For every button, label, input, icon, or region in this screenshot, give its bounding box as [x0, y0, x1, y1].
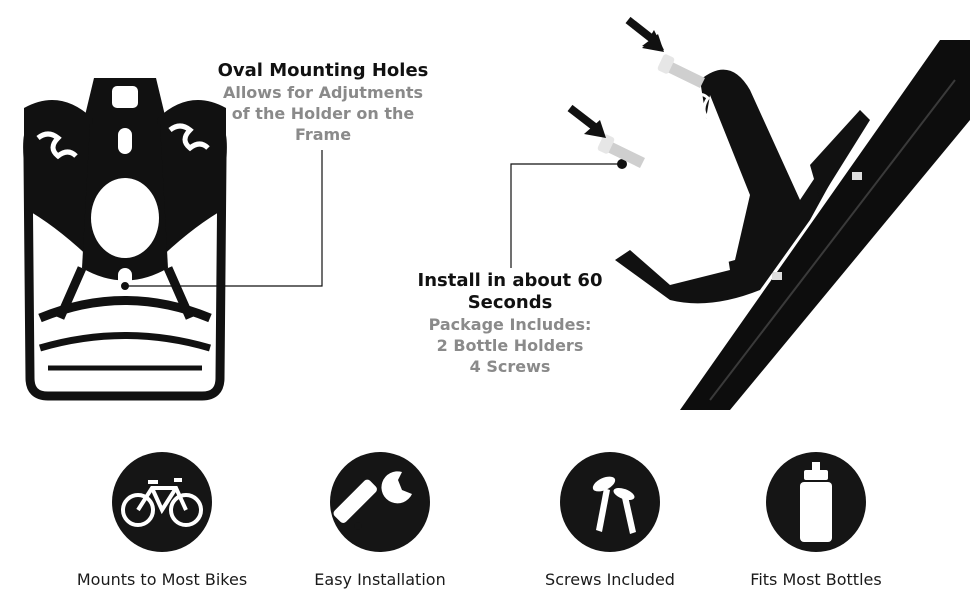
- feature-screws-label: Screws Included: [545, 570, 675, 589]
- feature-mounts-circle: [112, 452, 212, 552]
- install-callout: Install in about 60 Seconds Package Incl…: [400, 270, 620, 377]
- install-title-line-2: Seconds: [467, 292, 553, 313]
- feature-bottles-circle: [766, 452, 866, 552]
- oval-mounting-line-2: of the Holder on the: [231, 104, 415, 123]
- bottle-cage-front-image: [23, 78, 227, 401]
- install-title-line-1: Install in about 60: [417, 270, 603, 291]
- feature-mounts: Mounts to Most Bikes: [62, 452, 262, 589]
- screw-icon: [597, 134, 645, 168]
- feature-screws: Screws Included: [510, 452, 710, 589]
- package-includes-line-2: 2 Bottle Holders: [436, 336, 584, 355]
- feature-installation: Easy Installation: [280, 452, 480, 589]
- bottle-icon: [800, 462, 832, 542]
- arrow-icon: [567, 104, 606, 138]
- feature-installation-circle: [330, 452, 430, 552]
- bottle-cage-side-image: [567, 16, 970, 410]
- bike-icon: [121, 478, 203, 527]
- screws-icon: [592, 476, 636, 534]
- screw-icon: [657, 54, 705, 88]
- arrow-icon: [625, 16, 664, 52]
- feature-installation-label: Easy Installation: [314, 570, 446, 589]
- package-includes-line-1: Package Includes:: [428, 315, 592, 334]
- feature-screws-circle: [560, 452, 660, 552]
- oval-mounting-title: Oval Mounting Holes: [217, 60, 429, 81]
- oval-mounting-line-3: Frame: [294, 125, 352, 144]
- wrench-icon: [333, 471, 412, 530]
- feature-bottles-label: Fits Most Bottles: [750, 570, 882, 589]
- package-includes-line-3: 4 Screws: [469, 357, 551, 376]
- feature-mounts-label: Mounts to Most Bikes: [76, 570, 248, 589]
- oval-mounting-callout: Oval Mounting Holes Allows for Adjutment…: [212, 60, 434, 145]
- feature-bottles: Fits Most Bottles: [716, 452, 916, 589]
- oval-mounting-line-1: Allows for Adjutments: [222, 83, 424, 102]
